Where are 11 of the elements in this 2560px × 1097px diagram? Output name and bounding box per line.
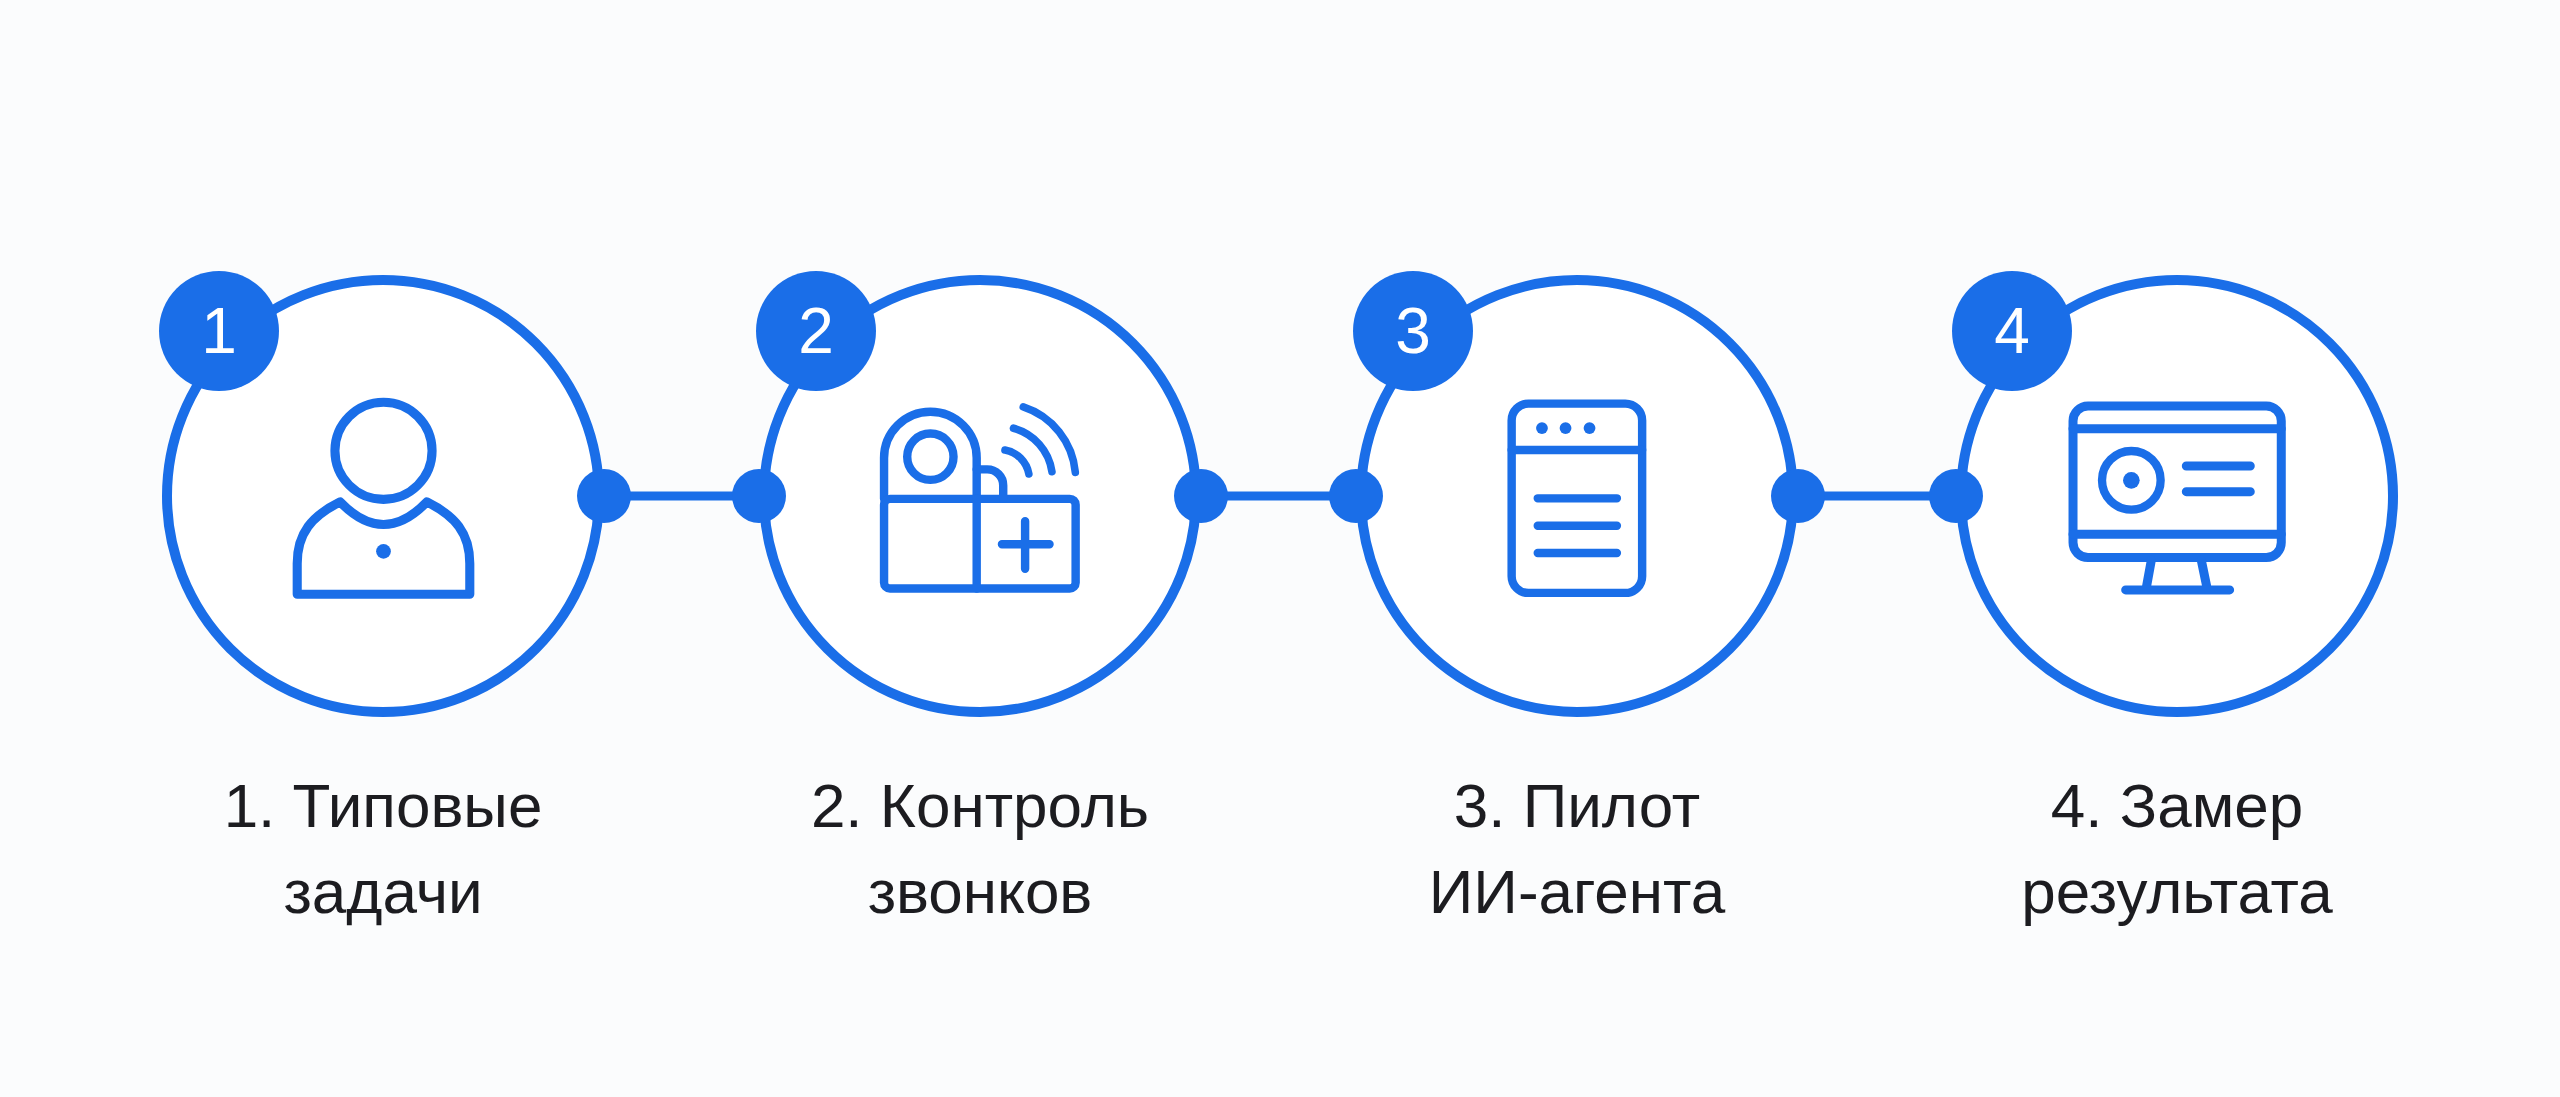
step-caption: 4. Замер результата — [2020, 770, 2334, 928]
connector — [1771, 469, 1983, 523]
connector — [577, 469, 786, 523]
step-caption: 1. Типовые задачи — [222, 770, 544, 928]
step-caption: 2. Контроль звонков — [809, 770, 1151, 928]
step-number: 3 — [1395, 299, 1431, 363]
step-number: 2 — [798, 299, 834, 363]
connector — [1174, 469, 1383, 523]
step-number: 4 — [1994, 299, 2030, 363]
step-caption: 3. Пилот ИИ-агента — [1427, 770, 1727, 928]
step-number: 1 — [201, 299, 237, 363]
